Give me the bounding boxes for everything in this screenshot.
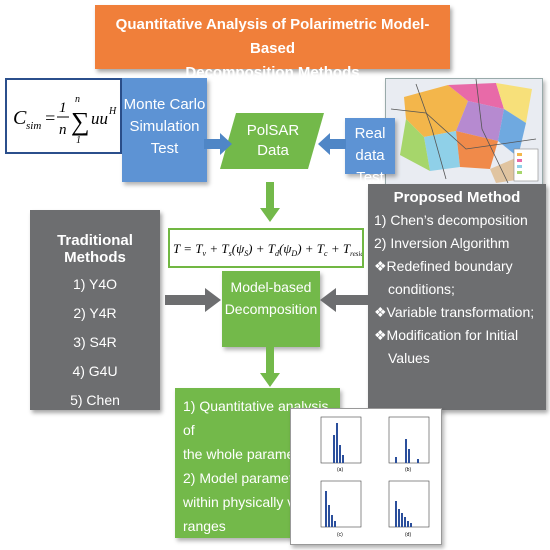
- svg-text:uu: uu: [91, 109, 108, 128]
- traditional-methods-title: Traditional Methods: [57, 232, 133, 266]
- title-line-2: Decomposition Methods: [185, 64, 360, 81]
- arrow-left-icon: [318, 133, 346, 155]
- svg-text:H: H: [108, 106, 117, 117]
- svg-text:n: n: [59, 122, 67, 138]
- t-decomposition-formula: T = Tv + Ts(ψS) + Td(ψD) + Tc + Tresidua…: [168, 228, 364, 268]
- svg-text:1: 1: [59, 100, 67, 116]
- real-data-box: Real data Test: [345, 118, 395, 186]
- histogram-panel-b: (b): [388, 416, 430, 473]
- histogram-panel-a: (a): [320, 416, 362, 473]
- traditional-methods-box: Traditional Methods 1) Y4O 2) Y4R 3) S4R…: [30, 210, 160, 410]
- traditional-item: 5) Chen: [70, 392, 120, 408]
- traditional-item: 2) Y4R: [73, 305, 117, 321]
- svg-text:=: =: [44, 108, 56, 128]
- panel-label-b: (b): [405, 467, 411, 473]
- proposed-item: ❖Redefined boundary: [374, 258, 513, 274]
- arrow-left-gray-icon: [320, 288, 370, 312]
- arrow-down-icon: [260, 182, 280, 222]
- results-line: ranges: [183, 518, 226, 534]
- sar-map-image: [385, 78, 543, 186]
- traditional-item: 4) G4U: [72, 363, 118, 379]
- map-graphic: [386, 79, 542, 185]
- monte-carlo-box: Monte Carlo Simulation Test: [122, 78, 207, 182]
- csim-formula: C sim = 1 n n ∑ 1 uu H: [5, 78, 122, 154]
- results-line: 2) Model parameters: [183, 470, 313, 486]
- histogram-figure: (a) (b) (c) (d): [290, 408, 442, 545]
- monte-carlo-line-2: Simulation: [129, 118, 200, 135]
- model-based-line-1: Model-based: [230, 279, 312, 295]
- arrow-down-results-icon: [260, 345, 280, 387]
- panel-label-a: (a): [337, 467, 343, 473]
- svg-text:1: 1: [76, 135, 81, 146]
- polsar-shape: [220, 113, 324, 169]
- polsar-data-label: PolSAR Data: [228, 113, 318, 168]
- monte-carlo-line-3: Test: [150, 140, 179, 157]
- diagram-title: Quantitative Analysis of Polarimetric Mo…: [95, 5, 450, 81]
- svg-text:∑: ∑: [71, 107, 90, 136]
- results-line: within physically valid: [183, 494, 317, 510]
- panel-label-d: (d): [405, 532, 411, 538]
- svg-text:sim: sim: [26, 120, 41, 132]
- proposed-method-box: Proposed Method 1) Chen’s decomposition …: [368, 184, 546, 410]
- proposed-item: ❖Variable transformation;: [374, 304, 535, 320]
- svg-text:T = Tv + Ts(ψS) + Td(ψD) + Tc: T = Tv + Ts(ψS) + Td(ψD) + Tc + Tresidua…: [173, 241, 362, 258]
- proposed-item: 2) Inversion Algorithm: [374, 235, 510, 251]
- real-data-line-2: Test: [356, 169, 384, 186]
- model-based-line-2: Decomposition: [224, 301, 318, 317]
- svg-text:C: C: [13, 107, 27, 129]
- traditional-item: 3) S4R: [73, 334, 117, 350]
- polsar-line-1: PolSAR: [246, 122, 300, 139]
- real-data-line-1: Real data: [354, 125, 386, 164]
- arrow-right-icon: [204, 133, 232, 155]
- model-based-decomposition-box: Model-based Decomposition: [222, 271, 320, 347]
- t-formula-graphic: T = Tv + Ts(ψS) + Td(ψD) + Tc + Tresidua…: [173, 241, 362, 258]
- proposed-item: 1) Chen’s decomposition: [374, 212, 528, 228]
- title-line-1: Quantitative Analysis of Polarimetric Mo…: [115, 16, 430, 57]
- proposed-item: ❖Modification for Initial: [374, 327, 519, 343]
- csim-formula-graphic: C sim = 1 n n ∑ 1 uu H: [13, 94, 117, 146]
- panel-label-c: (c): [337, 532, 343, 538]
- monte-carlo-line-1: Monte Carlo: [123, 96, 206, 113]
- polsar-line-2: Data: [257, 142, 289, 159]
- histogram-panel-c: (c): [320, 480, 362, 538]
- arrow-right-gray-icon: [165, 288, 221, 312]
- proposed-item: conditions;: [388, 281, 455, 297]
- proposed-item: Values: [388, 350, 430, 366]
- histogram-graphic: (a) (b) (c) (d): [320, 416, 430, 538]
- traditional-item: 1) Y4O: [72, 276, 118, 292]
- svg-text:n: n: [75, 94, 80, 105]
- histogram-panel-d: (d): [388, 480, 430, 538]
- proposed-method-title: Proposed Method: [393, 189, 521, 206]
